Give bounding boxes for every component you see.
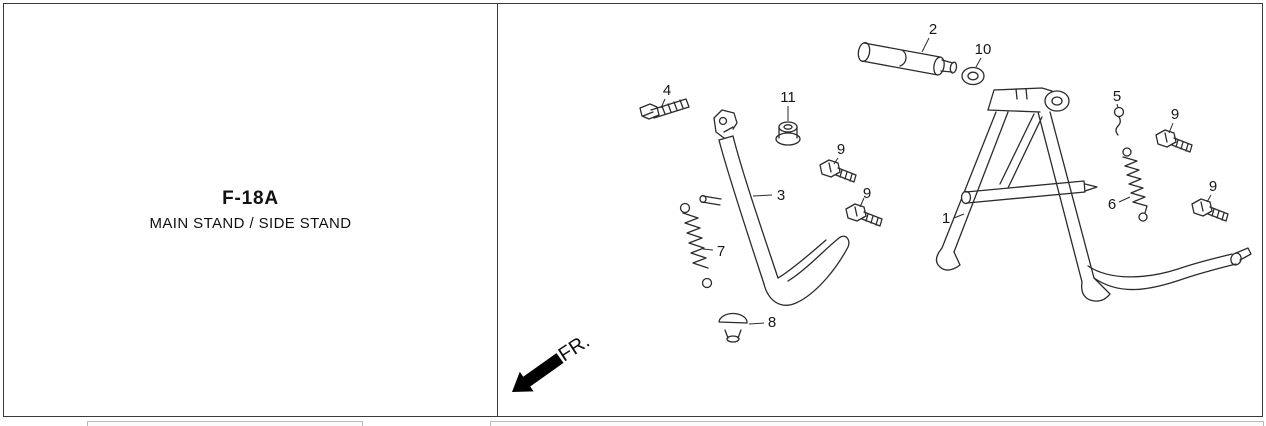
callout-9-top-right[interactable]: 9	[1171, 106, 1179, 123]
callout-9-lower-left[interactable]: 9	[863, 185, 871, 202]
callout-3[interactable]: 3	[777, 187, 785, 204]
figure-code: F-18A	[222, 188, 279, 209]
stopper-8-drawing	[718, 312, 748, 343]
figure-frame: F-18A MAIN STAND / SIDE STAND	[3, 3, 1263, 417]
next-page-fragment-left	[87, 421, 363, 426]
callout-9-upper-left[interactable]: 9	[837, 141, 845, 158]
callout-7[interactable]: 7	[717, 243, 725, 260]
side-stand-drawing	[699, 109, 850, 306]
callout-6[interactable]: 6	[1108, 196, 1116, 213]
callout-1[interactable]: 1	[942, 210, 950, 227]
nut-11-drawing	[775, 121, 801, 146]
bolt-9-drawings	[819, 129, 1229, 227]
callout-4[interactable]: 4	[663, 82, 671, 99]
callout-9-right[interactable]: 9	[1209, 178, 1217, 195]
title-panel: F-18A MAIN STAND / SIDE STAND	[4, 4, 497, 416]
washer-drawing	[961, 66, 985, 86]
spring-7-drawing	[679, 202, 713, 289]
clip-5-drawing	[1113, 106, 1125, 136]
callout-10[interactable]: 10	[975, 41, 992, 58]
callout-8[interactable]: 8	[768, 314, 776, 331]
callout-2[interactable]: 2	[929, 21, 937, 38]
panel-divider	[497, 4, 498, 416]
main-stand-drawing	[935, 87, 1252, 302]
fr-direction-arrow: FR.	[512, 330, 594, 392]
spring-6-drawing	[1122, 147, 1148, 222]
callout-11[interactable]: 11	[780, 89, 796, 106]
next-page-fragment-right	[490, 421, 1264, 426]
callout-leader-lines	[660, 37, 1212, 325]
bolt-4-drawing	[639, 98, 690, 120]
figure-title: MAIN STAND / SIDE STAND	[149, 215, 352, 232]
cross-pipe-drawing	[857, 41, 958, 76]
callout-5[interactable]: 5	[1113, 88, 1121, 105]
